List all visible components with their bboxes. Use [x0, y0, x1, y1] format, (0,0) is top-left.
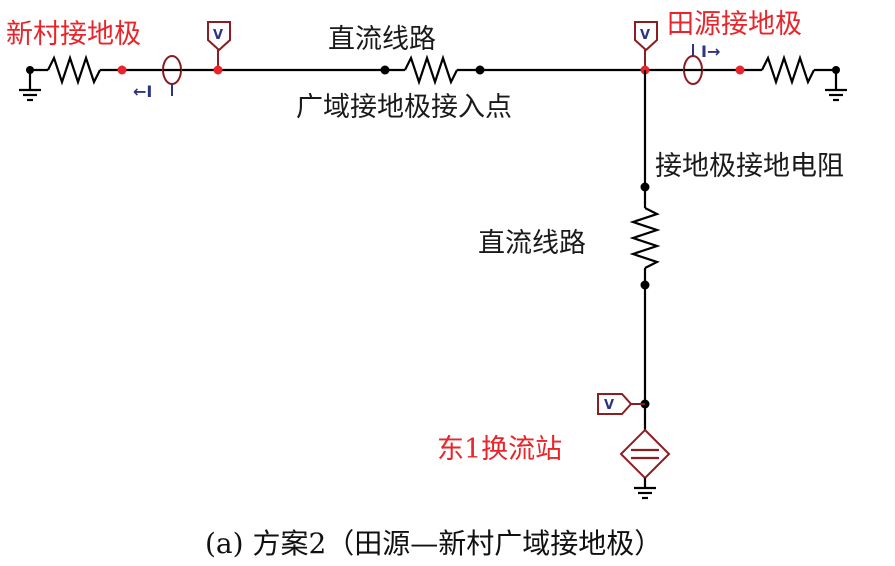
- left-current-label: ←I: [133, 82, 152, 101]
- figure-caption: (a) 方案2（田源—新村广域接地极）: [205, 527, 662, 560]
- tianyuan-electrode-label: 田源接地极: [667, 9, 802, 40]
- tianyuan-ground-icon: [825, 70, 847, 102]
- xincun-ground-icon: [19, 70, 41, 102]
- vertical-dc-line-resistor: [629, 207, 661, 269]
- xincun-voltage-probe-icon: V: [207, 21, 231, 70]
- electrode-resistance-label: 接地极接地电阻: [655, 151, 844, 182]
- svg-text:V: V: [604, 398, 614, 413]
- station-ground-icon: [634, 486, 656, 500]
- converter-station-source-icon: [619, 428, 671, 488]
- tianyuan-red-node: [735, 65, 745, 75]
- tianyuan-voltage-probe-icon: V: [634, 21, 658, 70]
- station-voltage-probe-icon: V: [597, 393, 645, 415]
- xincun-red-node: [117, 65, 127, 75]
- left-ground-node: [26, 66, 34, 74]
- tianyuan-electrode-resistor: [761, 54, 815, 86]
- svg-text:V: V: [213, 28, 223, 43]
- vertical-line-node: [640, 280, 650, 290]
- main-bus: [30, 54, 836, 86]
- xincun-electrode-resistor: [47, 54, 101, 86]
- vertical-branch: [629, 70, 661, 430]
- right-current-meter-icon: [683, 44, 703, 85]
- electrode-resistance-node: [640, 182, 650, 192]
- access-point-label: 广域接地极接入点: [296, 92, 512, 123]
- top-dc-line-resistor: [404, 54, 458, 86]
- xincun-probe-node: [213, 65, 223, 75]
- vertical-dc-line-label: 直流线路: [478, 228, 586, 259]
- left-current-meter-icon: [162, 55, 182, 96]
- right-ground-node: [832, 66, 840, 74]
- right-current-label: I→: [701, 42, 720, 61]
- station-label: 东1换流站: [437, 434, 562, 465]
- svg-text:V: V: [640, 28, 650, 43]
- dc-line-right-node: [475, 65, 485, 75]
- top-dc-line-label: 直流线路: [328, 24, 436, 55]
- dc-line-left-node: [380, 65, 390, 75]
- xincun-electrode-label: 新村接地极: [6, 19, 141, 50]
